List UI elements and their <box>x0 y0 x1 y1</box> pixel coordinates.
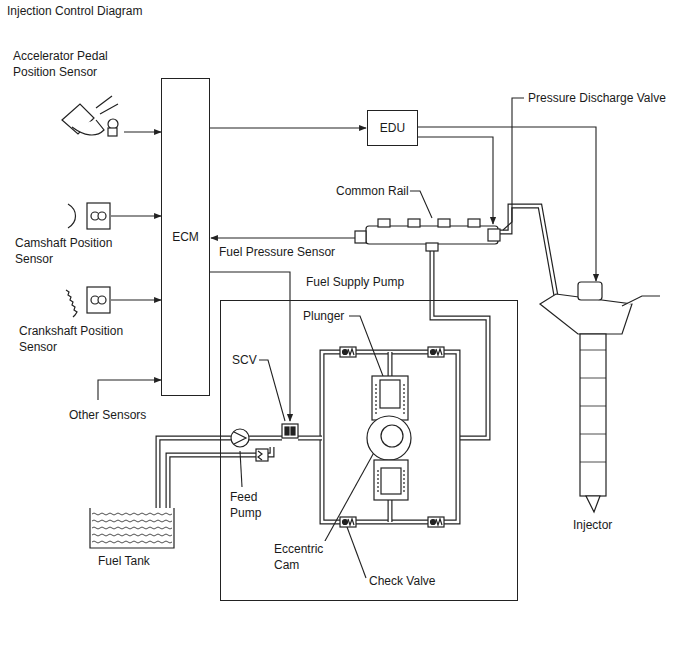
fuel-pipe <box>322 352 458 522</box>
fuel-pipe <box>249 436 282 441</box>
fuel-pipe <box>498 206 556 296</box>
diagram-title: Injection Control Diagram <box>7 3 142 19</box>
box-label: ECM <box>172 229 199 245</box>
fuel-pipe-inner <box>298 437 322 440</box>
part-label: Fuel Tank <box>97 553 151 569</box>
injector-band <box>580 462 606 463</box>
injector-band <box>580 378 606 379</box>
fuel-pipe <box>388 500 393 522</box>
fuel-pipe <box>298 436 322 441</box>
check-valve <box>428 517 444 527</box>
part-label: Eccentric Cam <box>273 541 337 573</box>
fuel-level <box>92 520 172 522</box>
fuel-pipe-inner <box>389 500 392 522</box>
fuel-pipe-inner <box>322 352 458 522</box>
injector-band <box>580 406 606 407</box>
check-valve <box>340 347 356 357</box>
fuel-level <box>92 541 172 543</box>
fuel-pipe <box>268 447 272 455</box>
part-label: Feed Pump <box>229 489 271 521</box>
ecm-box: ECM <box>161 78 210 396</box>
part-label: Check Valve <box>368 573 436 589</box>
housing-heading: Fuel Supply Pump <box>305 274 405 290</box>
check-valve-ball <box>343 350 348 355</box>
part-label: Pressure Discharge Valve <box>527 90 667 106</box>
part-label: Fuel Pressure Sensor <box>218 244 336 260</box>
box-label: EDU <box>380 120 405 136</box>
part-label: Other Sensors <box>68 407 147 423</box>
fuel-level <box>92 527 172 529</box>
injector-band <box>580 434 606 435</box>
check-valve <box>428 347 444 357</box>
part-label: Common Rail <box>335 183 410 199</box>
part-label: Injector <box>572 517 613 533</box>
part-label: Accelerator Pedal Position Sensor <box>12 48 136 80</box>
check-valve-spring <box>348 519 354 525</box>
check-valve-ball <box>431 350 436 355</box>
pump-housing: Fuel Supply Pump <box>220 300 518 601</box>
fuel-pipe-inner <box>389 352 392 376</box>
signal-connector <box>210 127 366 128</box>
fuel-level <box>92 534 172 536</box>
injector-band <box>580 350 606 351</box>
fuel-pipe-inner <box>498 206 556 296</box>
check-valve-spring <box>436 519 442 525</box>
part-label: Camshaft Position Sensor <box>14 235 134 267</box>
fuel-pipe-inner <box>268 447 272 455</box>
check-valve <box>340 517 356 527</box>
part-label: Plunger <box>302 308 345 324</box>
part-label: Crankshaft Position Sensor <box>18 323 142 355</box>
check-valve-spring <box>348 349 354 355</box>
fuel-level <box>92 513 172 515</box>
check-valve-ball <box>343 520 348 525</box>
check-valve-spring <box>436 349 442 355</box>
part-label: SCV <box>231 352 258 368</box>
check-valve-ball <box>431 520 436 525</box>
fuel-pipe-inner <box>249 437 282 440</box>
fuel-pipe <box>388 352 393 376</box>
edu-box: EDU <box>367 110 418 146</box>
